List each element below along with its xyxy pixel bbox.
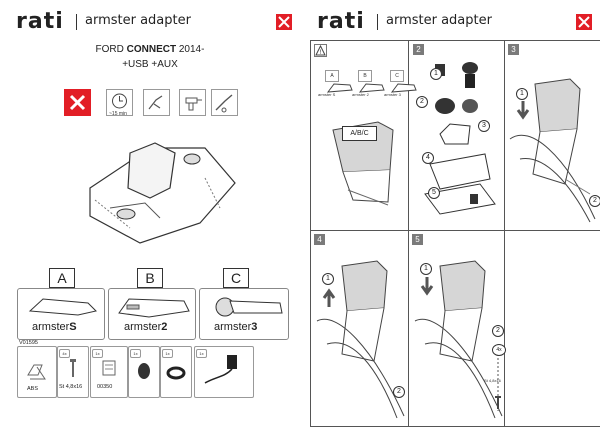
step-4-up-arrow-icon (322, 288, 336, 307)
step-5-callout-2: 2 (492, 325, 504, 337)
right-page: rati armster adapter ! A B C armster S a… (300, 0, 600, 427)
variant-box-c (199, 288, 289, 340)
grid-left (310, 40, 311, 427)
sub-armrest-drawings (326, 83, 417, 93)
step-2-callout-5: 5 (428, 187, 440, 199)
grid-col-2 (504, 40, 505, 427)
sub-box-a: A (325, 70, 339, 82)
step-4-callout-1: 1 (322, 273, 334, 285)
time-label: ~15 min (109, 111, 127, 117)
sub-label-b: armster 2 (352, 92, 369, 97)
kit-item-screw (57, 346, 89, 398)
drill-icon (179, 89, 206, 116)
step-3-down-arrow-icon (516, 101, 530, 120)
svg-text:!: ! (320, 50, 322, 56)
kit-qty-ring: 1x (162, 349, 173, 358)
model-line-1: FORD CONNECT 2014- (95, 44, 205, 55)
variant-name-b: armster2 (124, 321, 168, 333)
brand-title: armster adapter (85, 13, 191, 28)
kit-qty-screw: 4x (59, 349, 70, 358)
tools-badge-icon (576, 14, 592, 30)
step-5-callout-1: 1 (420, 263, 432, 275)
step-2-callout-1: 1 (430, 68, 442, 80)
step-5-screw-icon (495, 396, 501, 409)
grid-col-1 (408, 40, 409, 427)
grid-top (310, 40, 600, 41)
rati-logo: rati (317, 9, 365, 34)
warning-icon: ! (314, 44, 327, 57)
step-2-badge: 2 (413, 44, 424, 55)
step-2-callout-3: 3 (478, 120, 490, 132)
brand-separator (76, 14, 77, 30)
kit-item-usb-cable (194, 346, 254, 398)
kit-qty-cap: 1x (130, 349, 141, 358)
kit-code-bracket: 00350 (97, 384, 113, 390)
step-3-badge: 3 (508, 44, 519, 55)
sub-label-a: armster S (318, 92, 336, 97)
variant-box-b (108, 288, 196, 340)
variant-box-a (17, 288, 105, 340)
tools-badge-icon (276, 14, 292, 30)
step-5-down-arrow-icon (420, 277, 434, 296)
kit-item-bracket (90, 346, 128, 398)
step-4-illustration (316, 260, 405, 419)
variant-letter-b: B (137, 268, 163, 288)
kit-qty-bracket: 1x (92, 349, 103, 358)
sub-label-c: armster 3 (384, 92, 401, 97)
brand-title: armster adapter (386, 13, 492, 28)
step-2-illustration (424, 62, 496, 215)
kit-material: ABS (27, 386, 39, 392)
kit-code-adapter: V01595 (19, 340, 38, 346)
sub-box-b: B (358, 70, 372, 82)
step-3-callout-2: 2 (589, 195, 600, 207)
kit-item-ring (160, 346, 192, 398)
step-4-badge: 4 (314, 234, 325, 245)
variant-name-c: armster3 (214, 321, 258, 333)
variant-letter-c: C (223, 268, 249, 288)
step-2-callout-2: 2 (416, 96, 428, 108)
screwdriver-icon (211, 89, 238, 116)
step-4-callout-2: 2 (393, 386, 405, 398)
variant-letter-a: A (49, 268, 75, 288)
hand-tool-icon (143, 89, 170, 116)
kit-code-screw: St 4,8x16 (59, 384, 83, 390)
rati-logo: rati (16, 9, 64, 34)
step-2-callout-4: 4 (422, 152, 434, 164)
brand-separator (377, 14, 378, 30)
step-3-callout-1: 1 (516, 88, 528, 100)
clock-icon (106, 89, 133, 116)
model-line-2: +USB +AUX (122, 59, 178, 70)
step-5-callout-qty: 4x (492, 344, 506, 356)
tools-icon (64, 89, 91, 116)
variant-name-a: armsterS (32, 321, 77, 333)
step-5-illustration (414, 260, 503, 419)
kit-qty-usb-cable: 1x (196, 349, 207, 358)
step-3-illustration (509, 78, 596, 223)
grid-middle (310, 230, 600, 231)
abc-tag: A/B/C (342, 126, 377, 141)
sub-box-c: C (390, 70, 404, 82)
step-5-screw-spec: St 4,8x16 (484, 378, 501, 383)
kit-item-adapter (17, 346, 57, 398)
adapter-illustration (89, 142, 236, 244)
kit-item-cap (128, 346, 160, 398)
step-5-badge: 5 (412, 234, 423, 245)
left-page: rati armster adapter FORD CONNECT 2014- … (16, 9, 292, 398)
